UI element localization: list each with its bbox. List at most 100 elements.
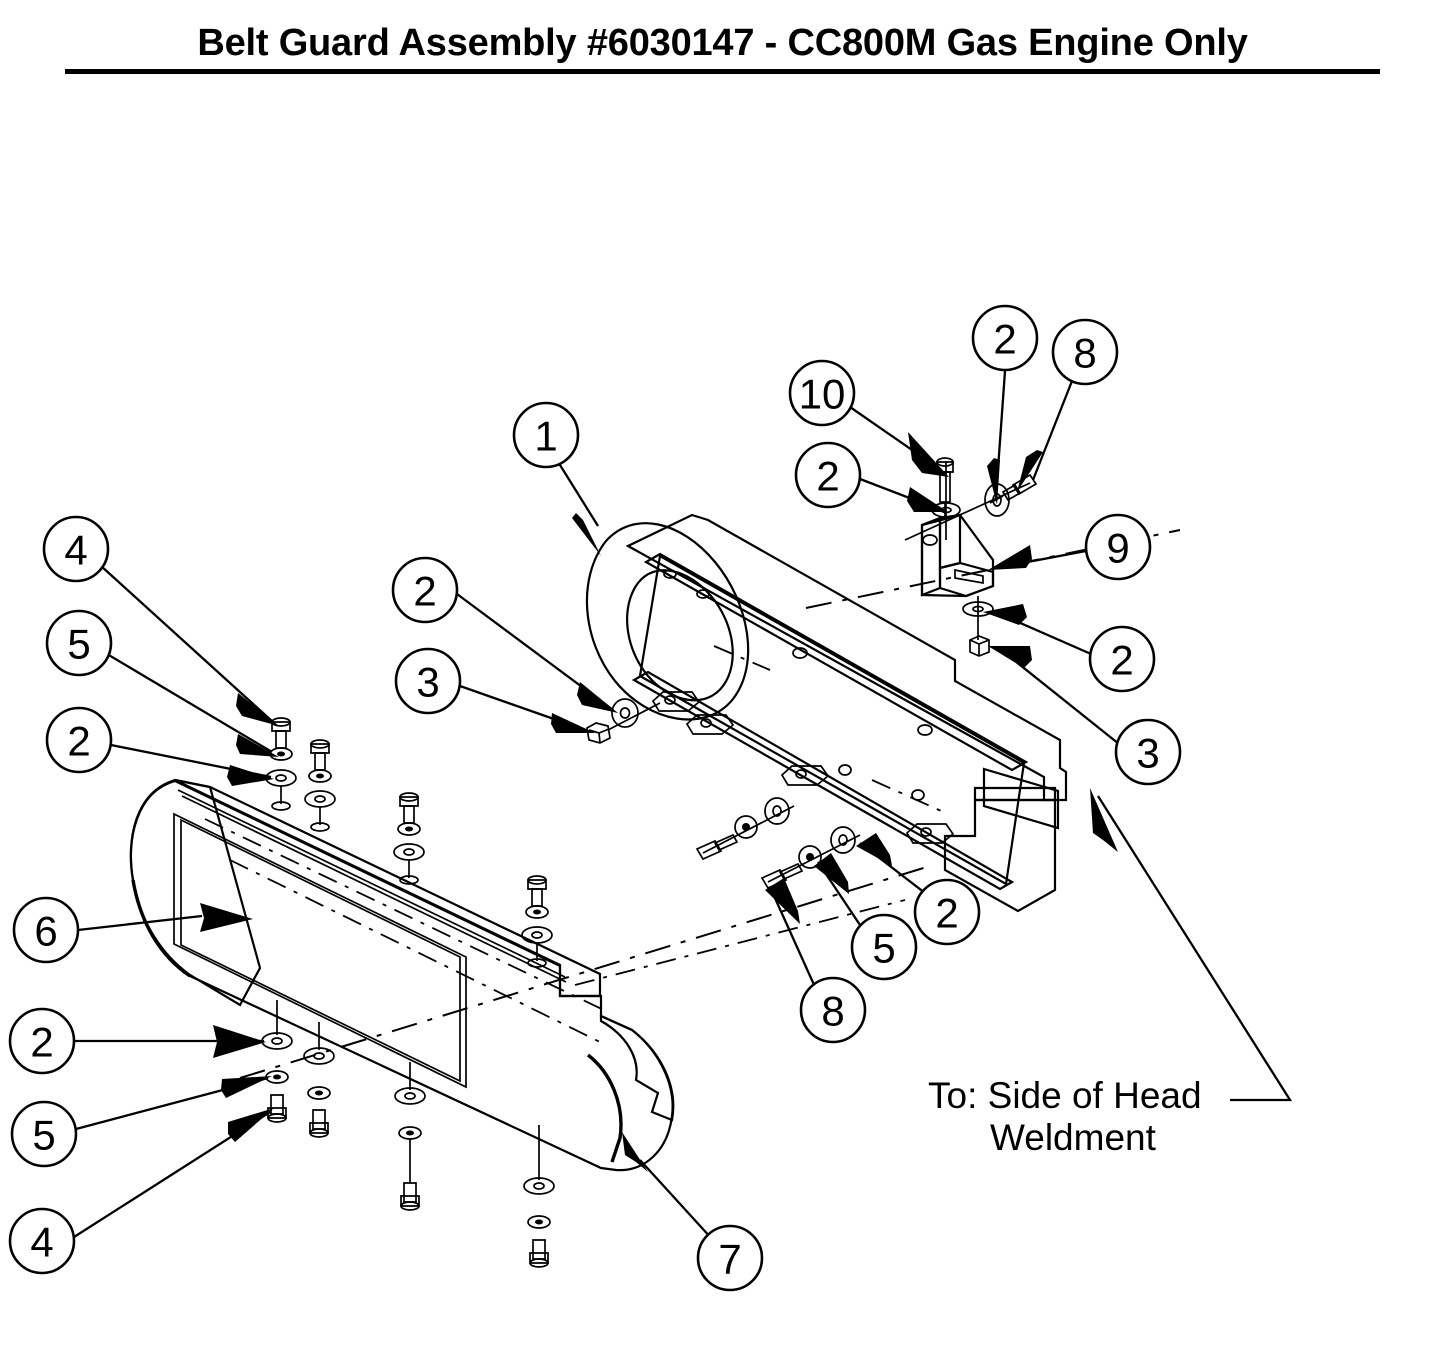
callout-6-cover[interactable]: 6	[12, 896, 80, 964]
callout-label: 6	[34, 908, 57, 955]
callout-label: 2	[67, 718, 90, 765]
callout-circle[interactable]	[788, 359, 856, 427]
callout-circle[interactable]	[913, 878, 981, 946]
bolt4-shank	[531, 888, 543, 907]
callout-circle[interactable]	[45, 609, 113, 677]
hardware-frame-left	[586, 698, 661, 744]
callout-2-bracket-low[interactable]: 2	[1088, 625, 1156, 693]
callout-5-upper-left[interactable]: 5	[45, 609, 113, 677]
stack1-hole	[271, 801, 291, 811]
hardware-cover-bottom	[261, 1000, 555, 1268]
callout-10-top[interactable]: 10	[788, 359, 856, 427]
callout-circle[interactable]	[971, 304, 1039, 372]
callout-label: 4	[64, 527, 87, 574]
callout-circle[interactable]	[10, 1100, 78, 1168]
callout-8-top-right[interactable]: 8	[1051, 318, 1119, 386]
callout-circle[interactable]	[1084, 513, 1152, 581]
cover-bottom-stack-2	[303, 1022, 335, 1138]
page-title: Belt Guard Assembly #6030147 - CC800M Ga…	[0, 22, 1445, 74]
callout-4-lower-left[interactable]: 4	[8, 1207, 76, 1275]
callout-circle[interactable]	[391, 556, 459, 624]
callout-label: 3	[416, 659, 439, 706]
callout-circle[interactable]	[8, 1207, 76, 1275]
callout-5-lower-left[interactable]: 5	[10, 1100, 78, 1168]
callout-circle[interactable]	[1051, 318, 1119, 386]
washer3	[393, 843, 425, 861]
bolt-lm2-shank	[713, 833, 739, 852]
frame-hole-2	[696, 589, 710, 599]
callout-circle[interactable]	[794, 441, 862, 509]
title-underline	[65, 69, 1380, 74]
stack2-hole	[310, 822, 330, 832]
weld-pad-4	[905, 823, 955, 844]
washer-lm2-outer	[764, 797, 790, 825]
callout-3-bracket-low[interactable]: 3	[1114, 718, 1182, 786]
callout-circle[interactable]	[799, 976, 867, 1044]
callout-7-cover-end[interactable]: 7	[696, 1224, 764, 1292]
cover-top-edge-line-2	[181, 795, 567, 983]
callout-1-frame[interactable]: 1	[512, 401, 580, 469]
frame-hole-4	[917, 724, 933, 736]
washer3-hole	[403, 848, 415, 856]
callout-3-frame[interactable]: 3	[394, 647, 462, 715]
callout-circle[interactable]	[8, 1007, 76, 1075]
part-2-washer-frame	[611, 698, 639, 728]
callout-bubbles: 10 2 8 2 9 2 3 1	[8, 304, 1182, 1292]
callout-label: 1	[534, 413, 557, 460]
washer-lm2-hole	[772, 805, 782, 817]
callout-circle[interactable]	[850, 913, 918, 981]
callout-circle[interactable]	[512, 401, 580, 469]
callout-2-lower-left[interactable]: 2	[8, 1007, 76, 1075]
callout-circle[interactable]	[1088, 625, 1156, 693]
frame-weld-pads	[651, 691, 955, 844]
part-2-washer-lm	[830, 826, 856, 854]
washer4-hole	[531, 931, 543, 939]
stack4-hole	[527, 958, 547, 968]
callout-label: 10	[799, 371, 846, 418]
callout-8-lower-mid[interactable]: 8	[799, 976, 867, 1044]
weld-pad-1-hole	[664, 695, 676, 705]
arrowhead-2-frame	[577, 682, 618, 713]
callout-2-upper-left[interactable]: 2	[45, 706, 113, 774]
arrowhead-5-lowermid	[814, 853, 849, 894]
bbolt4-shank	[532, 1239, 546, 1260]
callout-label: 5	[872, 925, 895, 972]
callout-2-lower-mid[interactable]: 2	[913, 878, 981, 946]
arrowhead-2-topmid	[987, 458, 1000, 505]
arrowhead-8-topright	[1017, 450, 1043, 492]
part-1-angled-right-plate	[982, 767, 1060, 830]
callout-circle[interactable]	[12, 896, 80, 964]
callout-9-bracket[interactable]: 9	[1084, 513, 1152, 581]
block2-hole	[315, 1090, 323, 1096]
leader-6	[77, 914, 203, 932]
bbolt1-head-bot	[267, 1113, 287, 1123]
callout-circle[interactable]	[1114, 718, 1182, 786]
callout-2-top-left[interactable]: 2	[794, 441, 862, 509]
leader-8-lowermid	[768, 886, 817, 988]
callout-circle[interactable]	[394, 647, 462, 715]
callout-circle[interactable]	[696, 1224, 764, 1292]
callout-circle[interactable]	[45, 706, 113, 774]
callout-label: 4	[30, 1219, 53, 1266]
weldment-arrowhead	[1090, 788, 1118, 852]
part-8-bolt-lm	[760, 862, 804, 890]
hardware-axis-lm2	[702, 805, 795, 854]
bolt4-head	[527, 879, 547, 890]
weld-pad-3	[780, 765, 830, 786]
weld-pad-4-hole	[920, 827, 932, 837]
cover-nose-edge	[131, 879, 191, 978]
leader-4-upperleft	[100, 565, 274, 723]
callout-2-frame[interactable]: 2	[391, 556, 459, 624]
weld-pad-2-hole	[700, 718, 712, 728]
stack3-hole	[399, 875, 419, 885]
callout-circle[interactable]	[42, 515, 110, 583]
bbolt2-shank	[312, 1109, 326, 1130]
callout-4-upper-left[interactable]: 4	[42, 515, 110, 583]
callout-5-lower-mid[interactable]: 5	[850, 913, 918, 981]
bwasher4-hole	[533, 1182, 545, 1190]
hardware-axis-upper	[904, 482, 1031, 541]
callout-2-top-mid[interactable]: 2	[971, 304, 1039, 372]
frame-hole-3	[792, 647, 808, 659]
bolt1-head	[271, 721, 291, 732]
